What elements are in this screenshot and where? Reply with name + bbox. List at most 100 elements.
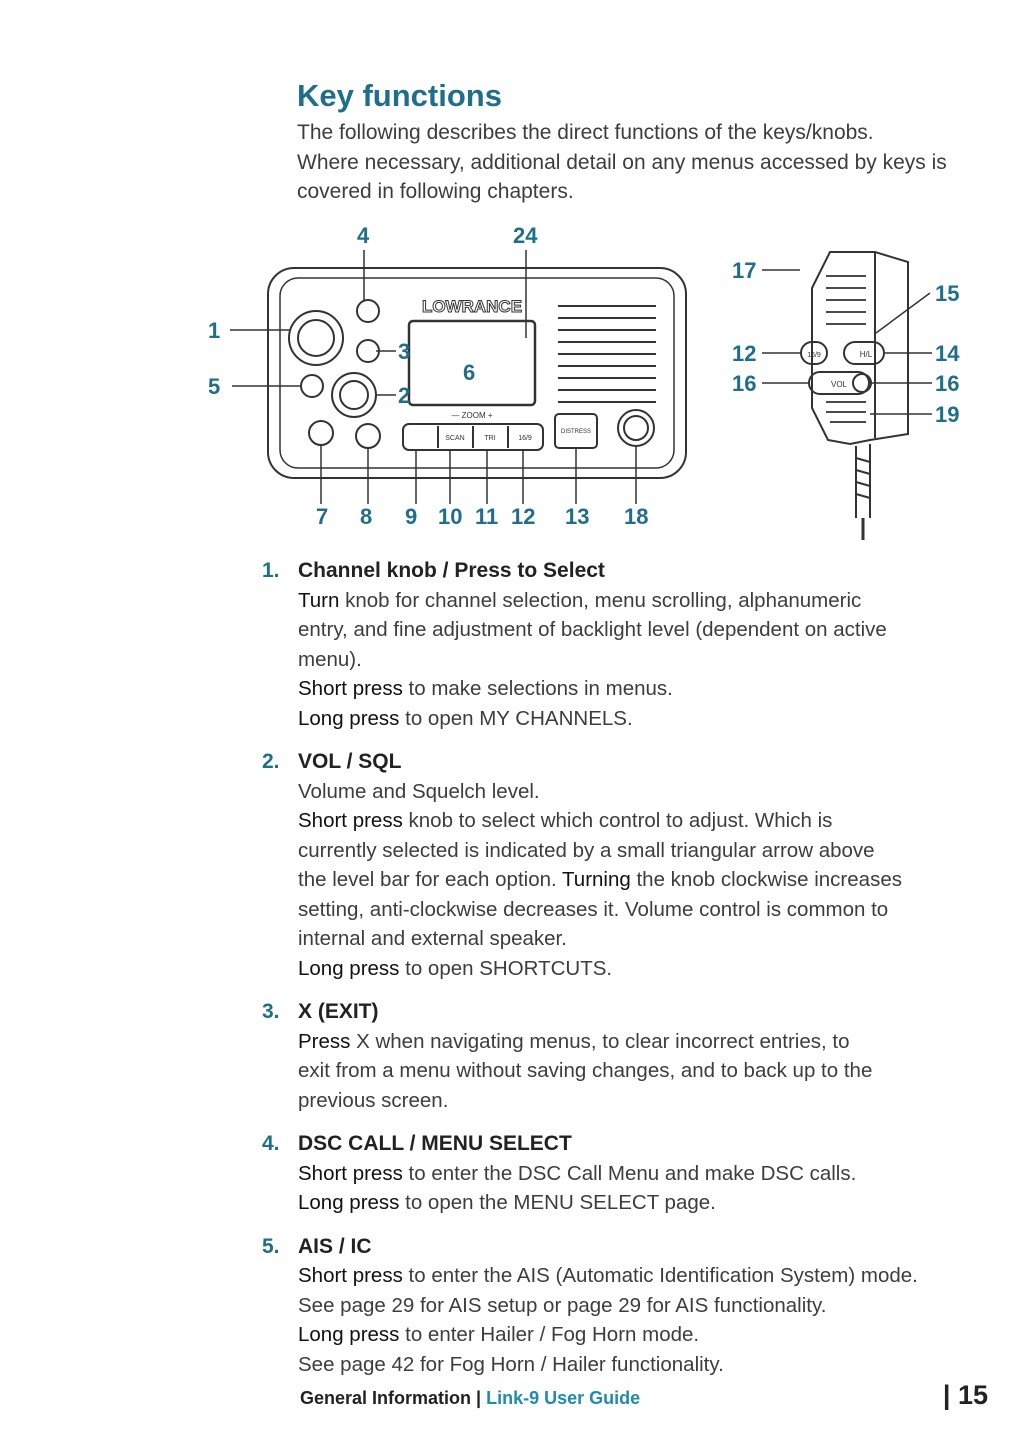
handheld-microphone (800, 251, 909, 540)
callout-leader-lines (230, 250, 637, 504)
item-number: 4. (262, 1132, 280, 1155)
footer-section: General Information (300, 1388, 472, 1408)
mic-hl-label: H/L (860, 350, 873, 359)
mic-callout-19: 19 (935, 402, 959, 427)
item-keyword: Short press (298, 677, 403, 700)
callout-9: 9 (405, 504, 417, 529)
item-description-line: Volume and Squelch level. (298, 777, 982, 807)
item-description-line: Short press knob to select which control… (298, 806, 982, 836)
mic-callout-16-right: 16 (935, 371, 959, 396)
item-keyword: Turn (298, 588, 340, 612)
item-text: internal and external speaker. (298, 927, 567, 950)
item-text: the knob clockwise increases (630, 868, 902, 891)
item-title: AIS / IC (298, 1234, 372, 1258)
item-text: currently selected is indicated by a sma… (298, 838, 875, 862)
item-description-line: entry, and fine adjustment of backlight … (298, 615, 982, 645)
item-number: 2. (262, 750, 280, 773)
item-description-line: exit from a menu without saving changes,… (298, 1056, 982, 1086)
item-description-line: See page 42 for Fog Horn / Hailer functi… (298, 1350, 982, 1380)
key-function-item: 3. X (EXIT) Press X when navigating menus,… (262, 997, 982, 1115)
callout-8: 8 (360, 504, 372, 529)
item-text: exit from a menu without saving changes,… (298, 1059, 873, 1082)
item-number: 1. (262, 559, 280, 582)
item-text: X when navigating menus, to clear incorr… (350, 1029, 850, 1053)
callout-11: 11 (475, 504, 498, 529)
item-text: to enter Hailer / Fog Horn mode. (399, 1323, 700, 1346)
scan-key-label: SCAN (445, 435, 464, 442)
item-text: previous screen. (298, 1088, 449, 1112)
item-text: knob to select which control to adjust. … (402, 809, 833, 832)
page-number: | 15 (942, 1380, 988, 1410)
item-description-line: previous screen. (298, 1086, 982, 1116)
169-key-label: 16/9 (518, 435, 532, 442)
mic-callout-17: 17 (732, 258, 756, 283)
item-description-line: Short press to enter the DSC Call Menu a… (298, 1159, 982, 1189)
item-text: knob for channel selection, menu scrolli… (339, 588, 862, 612)
radio-key-diagram: LOWRANCE — ZOOM + SCAN TRI 16/9 DISTRESS (208, 223, 960, 540)
mic-vol-label: VOL (831, 380, 848, 389)
item-title: DSC CALL / MENU SELECT (298, 1132, 572, 1155)
key-function-item: 5. AIS / IC Short press to enter the AIS (… (262, 1232, 982, 1380)
item-text: to open MY CHANNELS. (399, 706, 633, 730)
item-description-line: currently selected is indicated by a sma… (298, 836, 982, 866)
item-keyword: Long press (298, 956, 400, 980)
mic-callout-16-left: 16 (732, 371, 756, 396)
item-keyword: Press (298, 1029, 351, 1053)
item-text: to enter the AIS (Automatic Identificati… (402, 1264, 918, 1287)
callout-4: 4 (357, 223, 370, 248)
page-footer: General Information | Link-9 User Guide (300, 1388, 640, 1409)
item-text: setting, anti-clockwise decreases it. Vo… (298, 897, 889, 921)
item-text: to make selections in menus. (402, 677, 673, 700)
key-function-item: 4. DSC CALL / MENU SELECT Short press to e… (262, 1129, 982, 1218)
footer-separator: | (476, 1388, 482, 1408)
item-keyword: Long press (298, 1191, 400, 1214)
item-keyword: Long press (298, 706, 400, 730)
callout-12: 12 (511, 504, 535, 529)
callout-24: 24 (513, 223, 538, 248)
item-description-line: the level bar for each option. Turning t… (298, 865, 982, 895)
item-title: VOL / SQL (298, 750, 402, 773)
item-description-line: internal and external speaker. (298, 924, 982, 954)
callout-18: 18 (624, 504, 648, 529)
mic-callout-14: 14 (935, 341, 960, 366)
page-heading: Key functions (297, 78, 502, 113)
callout-2: 2 (398, 383, 410, 408)
item-description-line: See page 29 for AIS setup or page 29 for… (298, 1291, 982, 1321)
item-title: Channel knob / Press to Select (298, 559, 605, 582)
callout-6: 6 (463, 360, 475, 385)
item-number: 5. (262, 1234, 280, 1258)
item-description-line: menu). (298, 645, 982, 675)
mic-169-label: 16/9 (807, 352, 821, 359)
key-function-item: 2. VOL / SQL Volume and Squelch level.Shor… (262, 747, 982, 983)
item-description-line: Long press to open the MENU SELECT page. (298, 1188, 982, 1218)
item-keyword: Turning (562, 868, 631, 891)
item-text: See page 29 for AIS setup or page 29 for… (298, 1293, 827, 1317)
item-description-line: Short press to make selections in menus. (298, 674, 982, 704)
intro-line: The following describes the direct funct… (297, 121, 874, 144)
item-description-line: Short press to enter the AIS (Automatic … (298, 1261, 982, 1291)
brand-logo: LOWRANCE (422, 297, 522, 316)
tri-key-label: TRI (484, 435, 495, 442)
zoom-label: — ZOOM + (451, 411, 492, 420)
item-text: menu). (298, 647, 362, 671)
item-text: See page 42 for Fog Horn / Hailer functi… (298, 1352, 724, 1376)
item-number: 3. (262, 1000, 280, 1023)
item-description-line: Long press to open MY CHANNELS. (298, 704, 982, 734)
item-text: to enter the DSC Call Menu and make DSC … (402, 1161, 857, 1185)
mic-callout-15: 15 (935, 281, 959, 306)
callout-numbers: 1 5 4 24 3 2 6 7 8 9 10 11 12 13 18 17 1… (208, 223, 960, 529)
callout-13: 13 (565, 504, 589, 529)
mic-leader-lines (762, 269, 932, 415)
callout-1: 1 (208, 318, 220, 343)
item-title: X (EXIT) (298, 1000, 379, 1023)
footer-guide-title: Link-9 User Guide (486, 1388, 641, 1408)
item-keyword: Short press (298, 1161, 403, 1185)
intro-line: Where necessary, additional detail on an… (297, 150, 947, 174)
item-description-line: Press X when navigating menus, to clear … (298, 1027, 982, 1057)
item-description-line: Long press to enter Hailer / Fog Horn mo… (298, 1320, 982, 1350)
mic-callout-12: 12 (732, 341, 756, 366)
item-text: to open SHORTCUTS. (399, 956, 613, 980)
distress-key-label: DISTRESS (561, 429, 591, 435)
